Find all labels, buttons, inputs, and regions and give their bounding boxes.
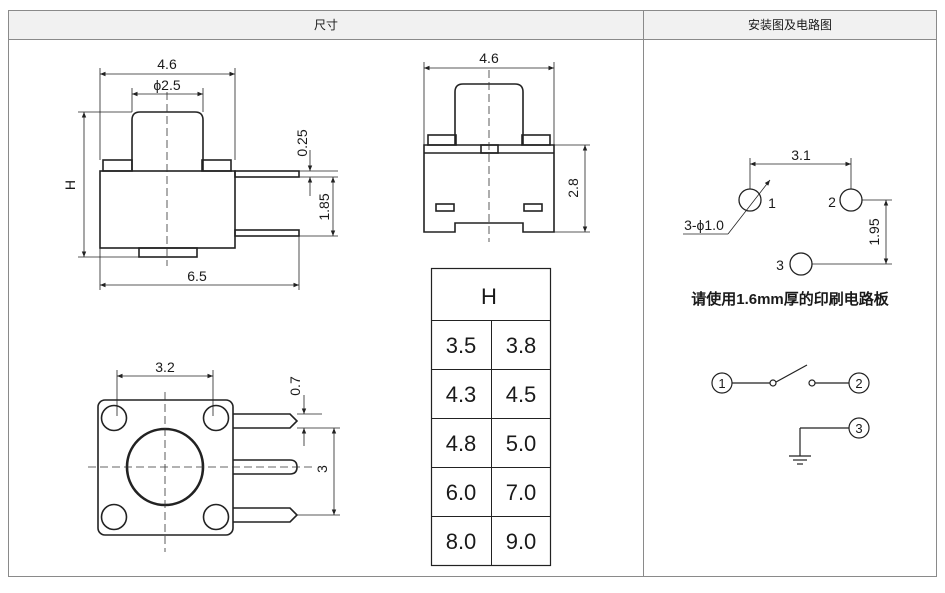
bottom-view: 3.2 0.7 3 — [88, 359, 340, 552]
bottom-hole-2 — [202, 404, 230, 432]
side-plunger — [131, 111, 204, 171]
header-left-title: 尺寸 — [314, 18, 338, 32]
bottom-leads — [233, 413, 299, 523]
side-lead-spacing-label: 1.85 — [316, 193, 332, 220]
front-tab-left — [427, 134, 457, 146]
height-table-cell: 3.8 — [506, 333, 537, 358]
front-body-height-label: 2.8 — [565, 178, 581, 198]
bottom-lead-width-label: 0.7 — [287, 376, 303, 396]
front-slot-left — [435, 203, 455, 212]
bottom-hole-4 — [202, 503, 230, 531]
height-table-cell: 3.5 — [446, 333, 477, 358]
side-dimension-lines — [78, 68, 338, 290]
circuit-node-1-label: 1 — [718, 376, 725, 391]
side-view: 4.6 ϕ2.5 H 0.25 1.85 6.5 — [62, 56, 338, 290]
front-tab-right — [521, 134, 551, 146]
height-table-cell: 4.8 — [446, 431, 477, 456]
front-top-width-label: 4.6 — [479, 50, 499, 66]
bottom-hole-1 — [100, 404, 128, 432]
bottom-dimension-lines — [116, 370, 340, 516]
side-tab-left — [102, 159, 133, 172]
mount-hole-pitch-label: 3.1 — [791, 147, 811, 163]
mount-dimension-lines — [683, 158, 892, 265]
side-lead-bottom — [234, 229, 300, 237]
bottom-body — [97, 399, 234, 536]
mount-hole-2 — [839, 188, 863, 212]
pcb-thickness-note: 请使用1.6mm厚的印刷电路板 — [691, 290, 890, 308]
height-table-header: H — [481, 284, 497, 309]
circuit-node-3-label: 3 — [855, 421, 862, 436]
side-height-label: H — [62, 180, 78, 190]
mounting-pattern: 3.1 3-ϕ1.0 1.95 1 2 3 请使用1.6mm厚的印刷电路板 — [683, 147, 892, 308]
height-table-cell: 8.0 — [446, 529, 477, 554]
bottom-pitch-x-label: 3.2 — [155, 359, 175, 375]
mount-pin1-label: 1 — [768, 195, 776, 211]
height-table: H 3.5 3.8 4.3 4.5 4.8 5.0 6.0 7.0 8.0 9.… — [430, 267, 552, 567]
height-table-cell: 4.5 — [506, 382, 537, 407]
bottom-lead-pitch-label: 3 — [314, 465, 330, 473]
side-top-width-label: 4.6 — [157, 56, 177, 72]
height-table-cell: 9.0 — [506, 529, 537, 554]
side-body-width-label: 6.5 — [187, 268, 207, 284]
mount-hole-dia-label: 3-ϕ1.0 — [684, 217, 724, 233]
switch-blade — [775, 364, 808, 383]
bottom-hole-3 — [100, 503, 128, 531]
height-table-cell: 4.3 — [446, 382, 477, 407]
front-view: 4.6 2.8 — [423, 50, 590, 242]
mount-hole-3 — [789, 252, 813, 276]
side-lead-top — [234, 170, 300, 178]
bottom-holes — [100, 404, 230, 531]
front-slot-right — [523, 203, 543, 212]
switch-contact-left — [769, 379, 777, 387]
front-center-tab — [480, 144, 499, 154]
bottom-center-lines — [88, 392, 312, 552]
height-table-cell: 7.0 — [506, 480, 537, 505]
side-view-outline — [99, 111, 300, 258]
height-table-cell: 5.0 — [506, 431, 537, 456]
mount-hole-1 — [738, 188, 762, 212]
front-dimension-lines — [423, 62, 590, 233]
sheet-frame — [8, 10, 937, 577]
side-base-notch — [138, 247, 198, 258]
ground-icon — [789, 455, 811, 465]
height-table-cell: 6.0 — [446, 480, 477, 505]
circuit-schematic: 1 2 3 — [711, 364, 870, 465]
circuit-node-2-label: 2 — [855, 376, 862, 391]
mount-pin2-label: 2 — [828, 194, 836, 210]
side-tab-right — [201, 159, 232, 172]
mount-vertical-pitch-label: 1.95 — [866, 218, 882, 245]
switch-contact-right — [808, 379, 816, 387]
side-plunger-dia-label: ϕ2.5 — [153, 77, 181, 93]
header-right-bg — [644, 11, 936, 39]
header-left-bg — [9, 11, 643, 39]
side-body — [99, 170, 236, 249]
header-right-title: 安装图及电路图 — [748, 17, 832, 32]
front-body — [423, 144, 555, 233]
mount-pin3-label: 3 — [776, 257, 784, 273]
side-lead-thickness-label: 0.25 — [294, 129, 310, 156]
